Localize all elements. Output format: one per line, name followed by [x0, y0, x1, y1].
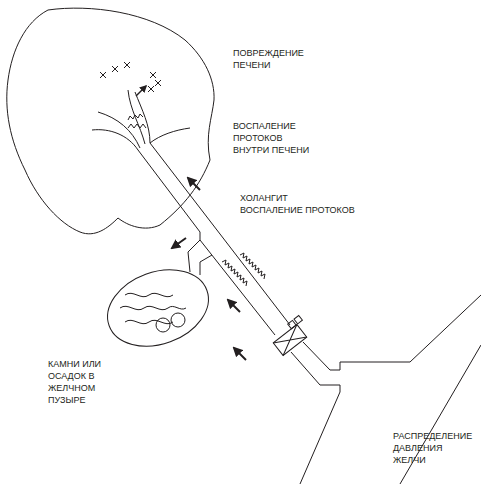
bile-duct [291, 352, 340, 385]
bile-duct [150, 143, 290, 325]
sphincter-symbol [270, 315, 313, 355]
callout-label: ПОВРЕЖДЕНИЕ ПЕЧЕНИ [233, 47, 313, 71]
duodenum-wall [340, 295, 481, 370]
callout-label: ВОСПАЛЕНИЕ ПРОТОКОВ ВНУТРИ ПЕЧЕНИ [233, 120, 315, 156]
flow-arrow [228, 300, 240, 312]
damage-mark [148, 72, 161, 92]
cystic-duct [200, 255, 212, 275]
callout-label: КАМНИ ИЛИ ОСАДОК В ЖЕЛЧНОМ ПУЗЫРЕ [48, 358, 106, 406]
duodenum-wall [300, 385, 340, 484]
callout-label: ХОЛАНГИТ [240, 192, 360, 204]
inflamed-duct [240, 253, 265, 279]
flow-arrow [188, 178, 200, 190]
gallstone [156, 318, 170, 332]
inflamed-duct [222, 260, 247, 286]
inflamed-duct [128, 114, 143, 120]
flow-arrow [172, 238, 186, 248]
sludge-wave [125, 293, 173, 296]
flow-arrow [136, 86, 146, 96]
callout-label: РАСПРЕДЕЛЕНИЕ ДАВЛЕНИЯ ЖЕЛЧИ [393, 430, 477, 466]
gallstone [171, 313, 185, 327]
inflamed-duct [128, 124, 146, 128]
flow-arrow [234, 348, 246, 360]
bile-duct [303, 342, 340, 370]
sludge-wave [120, 306, 186, 309]
gallbladder [97, 256, 219, 359]
callout-label: ВОСПАЛЕНИЕ ПРОТОКОВ [240, 204, 360, 216]
intrahepatic-duct [128, 90, 145, 144]
cystic-duct [188, 240, 200, 272]
damage-mark [100, 62, 130, 78]
sludge-wave [125, 320, 173, 323]
bile-duct [138, 150, 275, 335]
liver-outline [7, 8, 214, 234]
intrahepatic-duct [150, 128, 190, 143]
